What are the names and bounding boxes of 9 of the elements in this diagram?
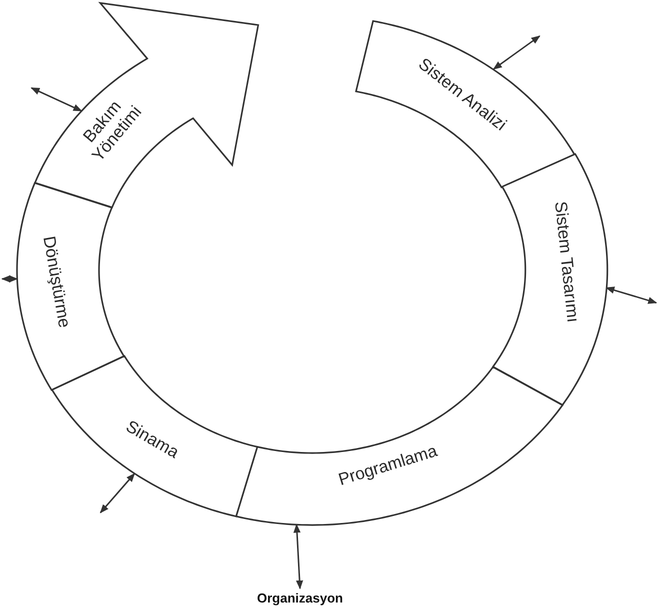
double-arrow <box>492 35 540 70</box>
segment-label: Dönüştürme <box>38 234 74 330</box>
double-arrow <box>30 87 82 112</box>
double-arrow <box>1 275 18 282</box>
text-label: Organizasyon <box>257 590 343 606</box>
double-arrow <box>293 524 304 590</box>
double-arrow <box>100 472 136 514</box>
segment-label: Sistem Tasarımı <box>550 200 582 324</box>
double-arrow <box>605 286 658 304</box>
